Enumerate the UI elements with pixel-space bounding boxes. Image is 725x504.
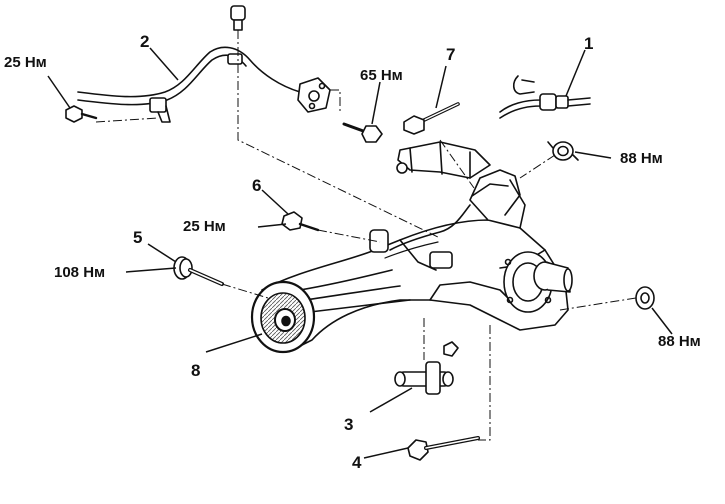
- hose-grommet: [369, 229, 389, 253]
- bolt-6: [281, 211, 320, 232]
- leader-lines: [47, 47, 673, 459]
- assembly-lines: [95, 30, 637, 441]
- label-part-4: 4: [352, 453, 362, 472]
- abs-sensor-cable: [77, 46, 331, 123]
- nut-lower-88: [635, 286, 655, 310]
- nut-top: [230, 5, 246, 31]
- bolt-4: [407, 436, 480, 461]
- label-part-1: 1: [584, 34, 594, 53]
- lower-link: [394, 341, 459, 395]
- label-part-6: 6: [252, 176, 262, 195]
- bolt-65: [342, 122, 383, 143]
- brake-hose-end: [499, 75, 591, 119]
- label-part-7: 7: [446, 45, 456, 64]
- caliper-bracket: [396, 141, 491, 179]
- torque-lower-nut: 88 Нм: [658, 333, 701, 350]
- torque-pivot-bolt: 108 Нм: [54, 264, 106, 281]
- sensor-wire-on-arm: [384, 241, 439, 259]
- torque-sensor-bolt: 65 Нм: [360, 67, 403, 84]
- torque-sensor-bracket: 25 Нм: [4, 54, 47, 71]
- wheel-hub: [503, 251, 573, 313]
- brake-hose-on-arm: [389, 204, 471, 251]
- nut-upper-88: [547, 141, 579, 161]
- label-part-8: 8: [191, 361, 201, 380]
- label-part-2: 2: [140, 32, 150, 51]
- bolt-7: [403, 102, 460, 135]
- label-part-5: 5: [133, 228, 143, 247]
- front-bushing: [250, 280, 316, 354]
- bolt-25-upper: [65, 105, 98, 123]
- bolt-5: [173, 256, 224, 286]
- torque-upper-nut: 88 Нм: [620, 150, 663, 167]
- label-part-3: 3: [344, 415, 354, 434]
- caliper-mount: [429, 251, 453, 269]
- torque-bushing-bolt: 25 Нм: [183, 218, 226, 235]
